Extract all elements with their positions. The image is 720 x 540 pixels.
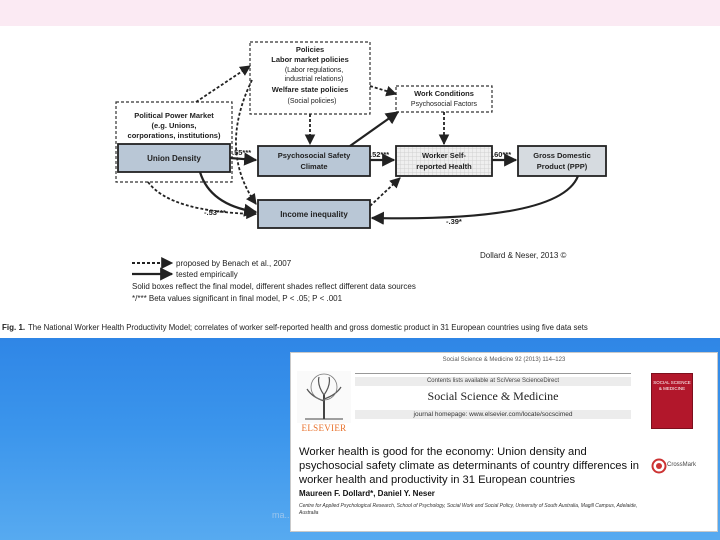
journal-header: Contents lists available at SciVerse Sci… — [355, 373, 631, 419]
arrow-policies-to-income-inequality — [235, 79, 257, 205]
watermark-text: ma... — [272, 510, 293, 520]
coef-ud-psc: .55*** — [232, 148, 251, 157]
policies-line-2: (Labor regulations, — [285, 67, 343, 74]
union-density-label: Union Density — [147, 154, 201, 163]
arrow-gdp-to-income-inequality — [370, 175, 580, 225]
coef-wh-gdp: .60*** — [492, 150, 511, 159]
ppm-label-2: (e.g. Unions, — [152, 121, 197, 130]
crossmark-icon — [651, 458, 667, 474]
arrow-psc-to-work-conditions — [349, 111, 400, 147]
caption-text: The National Worker Health Productivity … — [28, 323, 588, 332]
ppm-label-3: corporations, institutions) — [128, 131, 221, 140]
arrow-union-density-to-psc — [229, 152, 258, 166]
paper-affiliation: Centre for Applied Psychological Researc… — [299, 503, 638, 516]
policies-line-3: industrial relations) — [285, 76, 344, 83]
legend-note-1: Solid boxes reflect the final model, dif… — [132, 282, 416, 291]
worker-health-label-1: Worker Self- — [422, 151, 467, 160]
policies-line-1: Labor market policies — [271, 55, 349, 64]
node-union-density — [117, 143, 231, 173]
work-conditions-line-1: Work Conditions — [414, 89, 474, 98]
paper-authors: Maureen F. Dollard*, Daniel Y. Neser — [299, 489, 435, 498]
work-conditions-line-2: Psychosocial Factors — [411, 101, 478, 108]
model-diagram: Political Power Market (e.g. Unions, cor… — [2, 41, 607, 332]
node-income-inequality — [257, 199, 371, 229]
arrow-ppm-to-income-inequality — [147, 181, 258, 220]
elsevier-tree-logo — [297, 371, 351, 423]
legend-note-2: */*** Beta values significant in final m… — [132, 294, 343, 303]
journal-reference: Social Science & Medicine 92 (2013) 114–… — [442, 357, 566, 363]
paper-title: Worker health is good for the economy: U… — [299, 446, 639, 486]
legend-dashed-label: proposed by Benach et al., 2007 — [176, 259, 292, 268]
paper-card: Social Science & Medicine 92 (2013) 114–… — [290, 352, 718, 532]
worker-health-label-2: reported Health — [416, 162, 472, 171]
arrow-income-inequality-to-worker-health — [369, 177, 401, 207]
psc-label-2: Climate — [300, 162, 327, 171]
crossmark-label: CrossMark — [667, 462, 697, 468]
arrow-union-density-to-income-inequality — [198, 171, 258, 217]
ppm-label-1: Political Power Market — [134, 111, 214, 120]
diagram-credit: Dollard & Neser, 2013 © — [480, 251, 566, 260]
top-band — [0, 0, 720, 26]
coef-gdp-ii: -.39* — [446, 217, 462, 226]
node-worker-health — [395, 145, 493, 177]
contents-line: Contents lists available at SciVerse Sci… — [355, 377, 631, 386]
journal-cover-thumbnail: SOCIAL SCIENCE & MEDICINE — [651, 373, 693, 429]
caption-label: Fig. 1. — [2, 323, 25, 332]
gdp-label-1: Gross Domestic — [533, 151, 591, 160]
node-political-power-market — [115, 101, 233, 183]
policies-line-5: (Social policies) — [287, 98, 336, 105]
journal-homepage: journal homepage: www.elsevier.com/locat… — [355, 410, 631, 419]
elsevier-wordmark: ELSEVIER — [301, 423, 347, 433]
coef-ud-ii: -.53*** — [204, 208, 226, 217]
coef-psc-wh: .52*** — [370, 150, 389, 159]
policies-line-4: Welfare state policies — [272, 85, 349, 94]
arrow-ppm-to-policies — [195, 65, 251, 103]
legend-solid-label: tested empirically — [176, 270, 238, 279]
psc-label-1: Psychosocial Safety — [278, 151, 351, 160]
policies-title: Policies — [296, 45, 324, 54]
node-gdp — [517, 145, 607, 177]
gdp-label-2: Product (PPP) — [537, 162, 588, 171]
income-inequality-label: Income inequality — [280, 210, 348, 219]
figure-area: Political Power Market (e.g. Unions, cor… — [0, 26, 720, 338]
journal-title: Social Science & Medicine — [427, 389, 559, 403]
arrow-policies-to-work-conditions — [369, 85, 398, 97]
